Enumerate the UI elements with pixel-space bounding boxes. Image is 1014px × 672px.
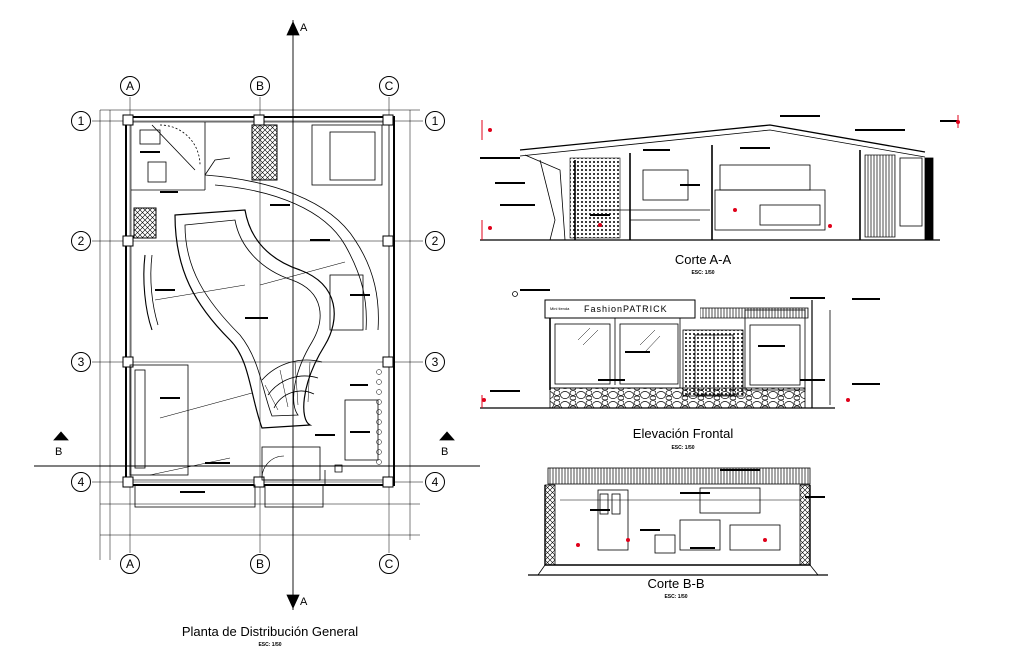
plan-title: Planta de Distribución General: [181, 624, 359, 639]
section-mark-a-bottom: A: [300, 596, 308, 608]
section-bb-scale: ESC: 1/50: [664, 594, 688, 600]
section-aa-title: Corte A-A: [674, 252, 732, 267]
section-mark-b-left: B: [55, 446, 63, 458]
grid-bubble-1-right: 1: [425, 111, 445, 131]
grid-bubble-2-right: 2: [425, 231, 445, 251]
grid-bubble-2-left: 2: [71, 231, 91, 251]
section-aa-scale: ESC: 1/50: [691, 270, 715, 276]
section-aa-drawing: [480, 115, 960, 241]
floor-plan: [34, 20, 480, 610]
grid-bubble-b-bottom: B: [250, 554, 270, 574]
grid-bubble-a-top: A: [120, 76, 140, 96]
grid-bubble-b-top: B: [250, 76, 270, 96]
grid-bubble-a-bottom: A: [120, 554, 140, 574]
grid-bubble-4-right: 4: [425, 472, 445, 492]
plan-scale: ESC: 1/50: [258, 642, 282, 648]
grid-bubble-c-bottom: C: [379, 554, 399, 574]
grid-bubble-3-right: 3: [425, 352, 445, 372]
storefront-sign: FashionPATRICK: [584, 304, 668, 314]
elevation-scale: ESC: 1/50: [671, 445, 695, 451]
section-bb-drawing: [528, 467, 828, 576]
section-bb-title: Corte B-B: [647, 576, 705, 591]
front-elevation-drawing: [480, 289, 880, 409]
grid-bubble-3-left: 3: [71, 352, 91, 372]
storefront-sign-small: Mini tienda: [550, 306, 570, 311]
elevation-title: Elevación Frontal: [632, 426, 734, 441]
section-mark-b-right: B: [441, 446, 449, 458]
grid-bubble-1-left: 1: [71, 111, 91, 131]
section-mark-a-top: A: [300, 22, 308, 34]
grid-bubble-c-top: C: [379, 76, 399, 96]
grid-bubble-4-left: 4: [71, 472, 91, 492]
